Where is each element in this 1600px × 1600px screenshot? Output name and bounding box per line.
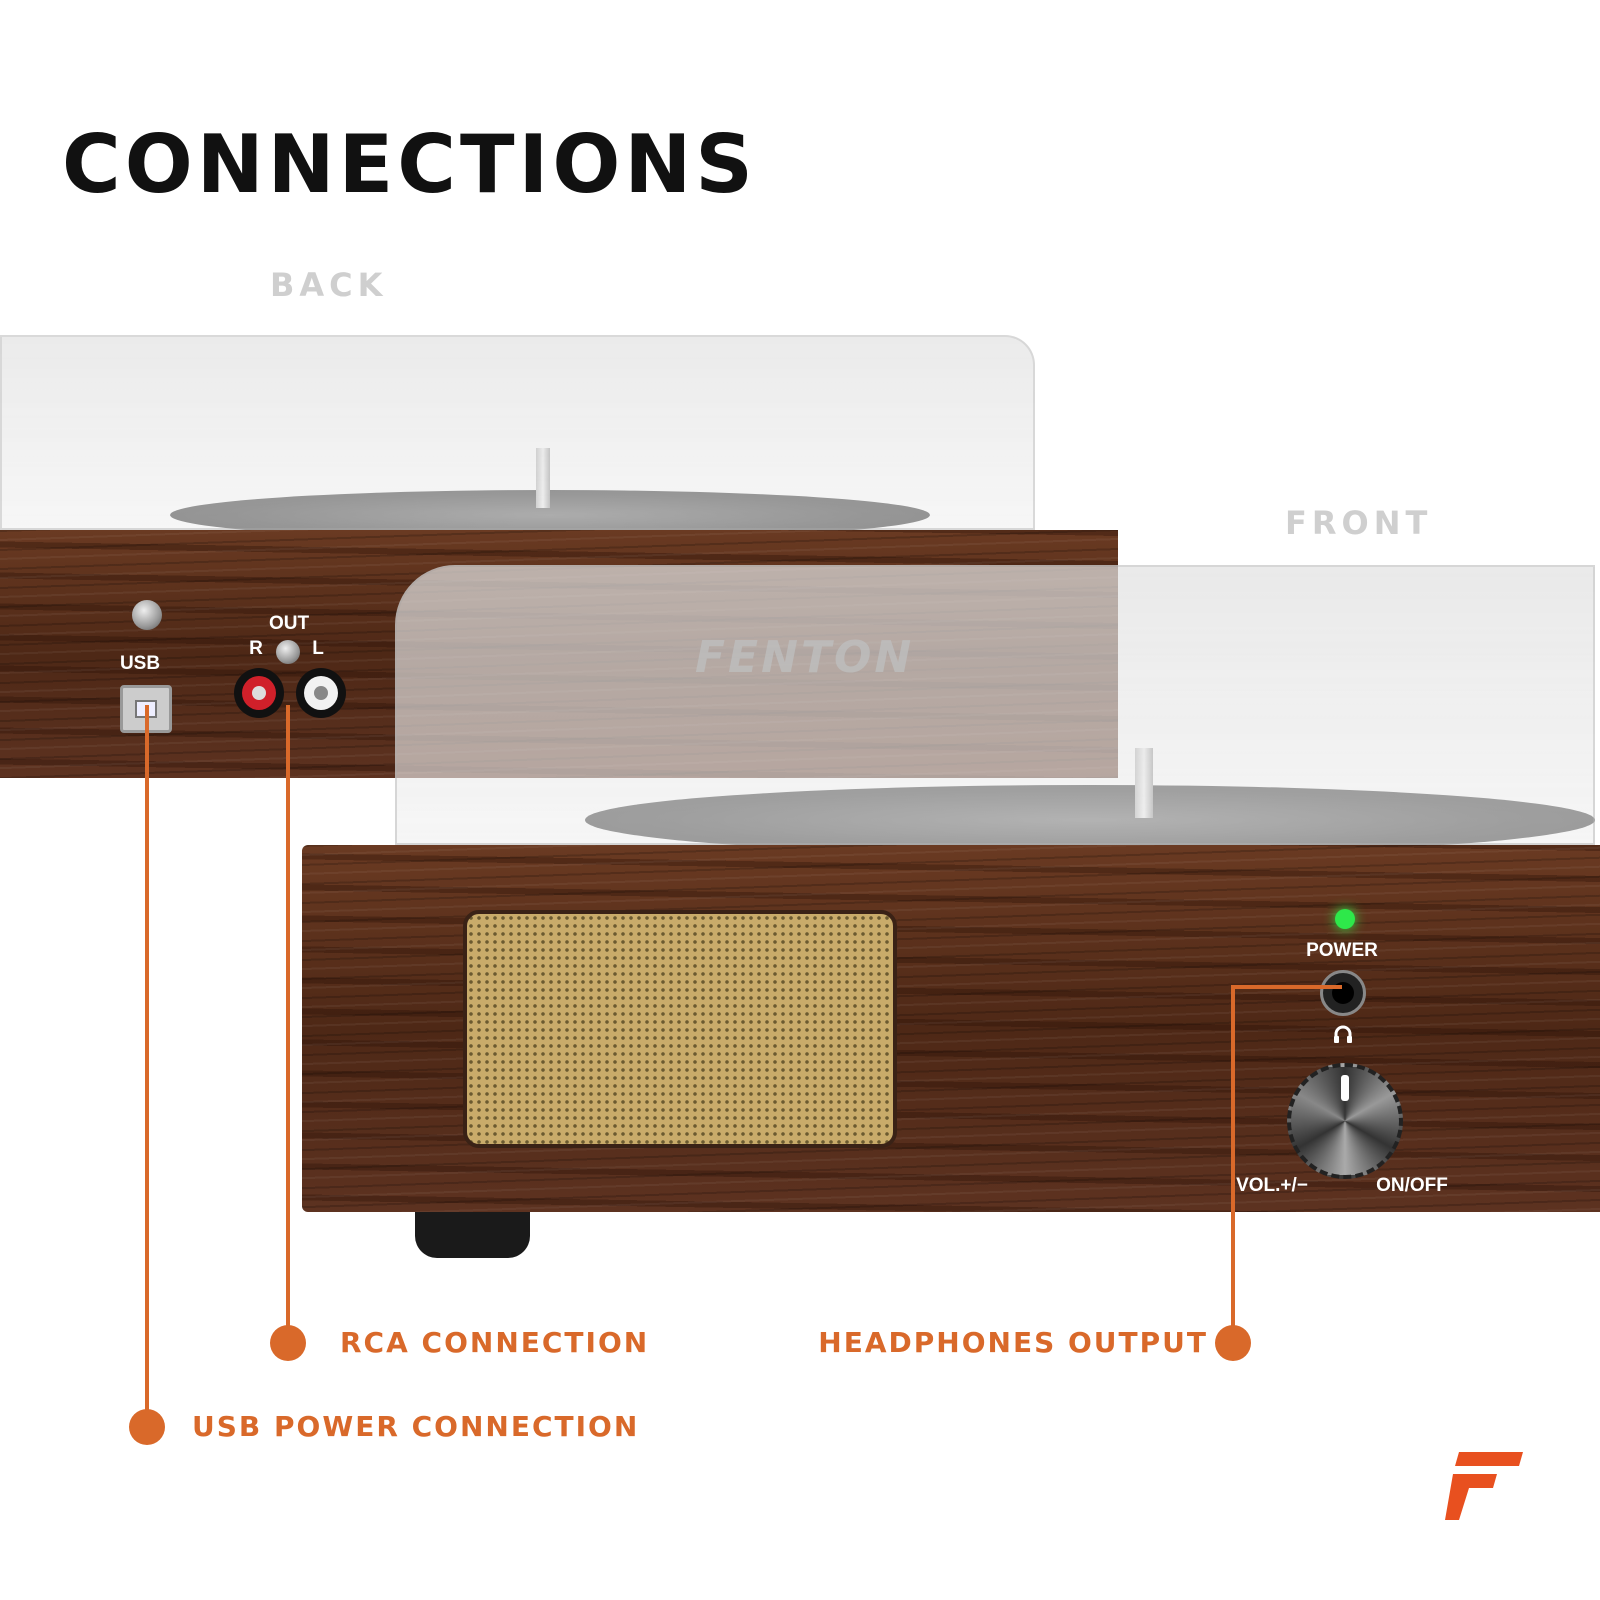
front-label: FRONT: [1285, 504, 1433, 542]
headphones-callout-line-v: [1231, 985, 1235, 1343]
volume-power-knob[interactable]: [1287, 1063, 1403, 1179]
fenton-f-logo: [1445, 1452, 1523, 1520]
front-dust-cover: [395, 565, 1595, 845]
rca-right-jack[interactable]: [234, 668, 284, 718]
out-label: OUT: [268, 613, 310, 634]
usb-port-label: USB: [119, 653, 161, 674]
on-off-label: ON/OFF: [1376, 1175, 1448, 1196]
rca-callout-dot: [270, 1325, 306, 1361]
headphones-callout-line-h: [1231, 985, 1342, 989]
usb-callout-dot: [129, 1409, 165, 1445]
headphones-icon: [1334, 1025, 1352, 1043]
front-turntable: FENTON POWER VOL.+/− ON/OFF: [300, 560, 1600, 1260]
usb-callout-label: USB POWER CONNECTION: [192, 1410, 640, 1443]
speaker-grille: [463, 910, 897, 1148]
usb-callout-line: [145, 705, 149, 1427]
page-title: CONNECTIONS: [62, 118, 757, 211]
right-channel-label: R: [249, 638, 263, 659]
power-led: [1335, 909, 1355, 929]
left-channel-label: L: [312, 638, 324, 659]
rca-left-jack[interactable]: [296, 668, 346, 718]
headphones-callout-dot: [1215, 1325, 1251, 1361]
headphones-callout-label: HEADPHONES OUTPUT: [818, 1326, 1208, 1359]
fenton-watermark: FENTON: [695, 632, 915, 683]
headphone-jack[interactable]: [1320, 970, 1366, 1016]
back-label: BACK: [270, 266, 388, 304]
volume-label: VOL.+/−: [1236, 1175, 1308, 1196]
power-label: POWER: [1306, 940, 1378, 961]
screw: [132, 600, 162, 630]
rca-callout-line: [286, 705, 290, 1343]
ground-screw: [276, 640, 300, 664]
foot: [415, 1212, 530, 1258]
back-dust-cover: [0, 335, 1035, 530]
rca-callout-label: RCA CONNECTION: [340, 1326, 650, 1359]
